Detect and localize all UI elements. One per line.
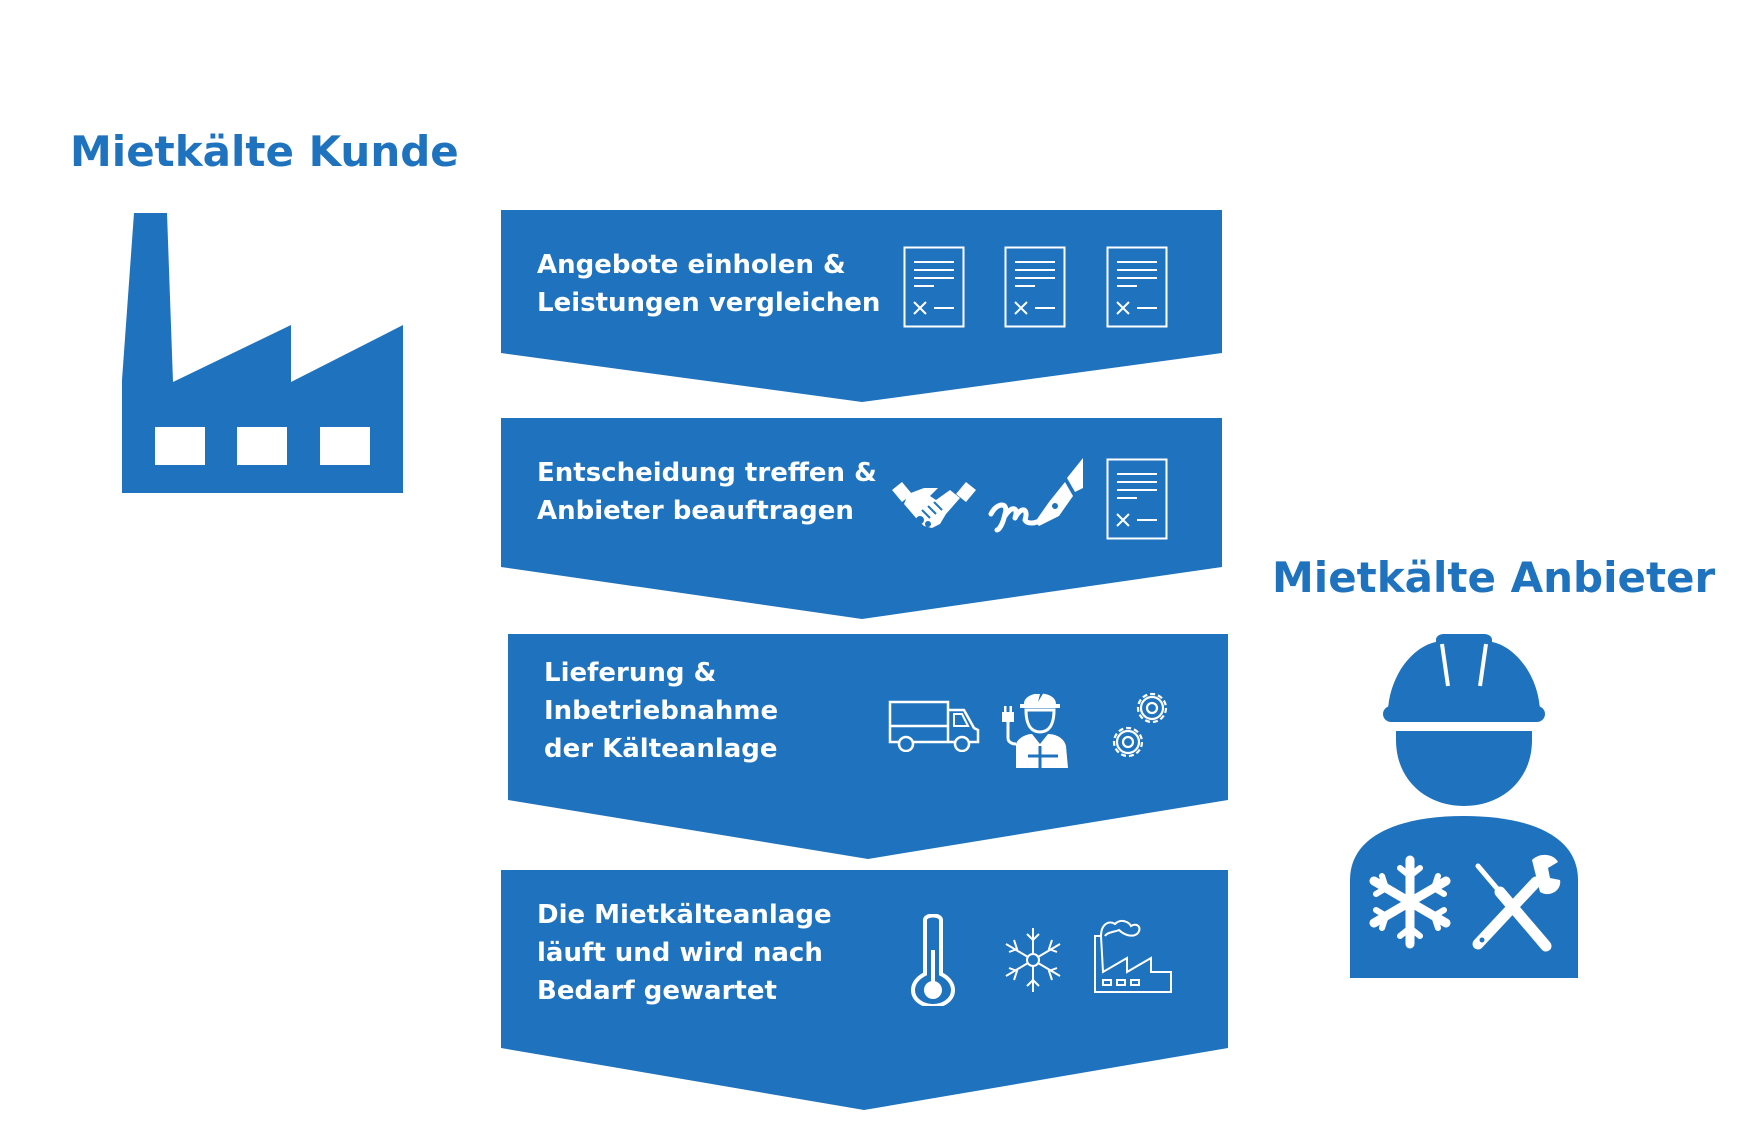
provider-title: Mietkälte Anbieter [1272, 553, 1716, 602]
chevron-shape [501, 210, 1222, 402]
chevron-shape [508, 634, 1228, 859]
contract-document-icon [1106, 246, 1168, 328]
thermometer-icon [911, 914, 955, 1006]
handshake-icon [892, 482, 976, 528]
signature-pen-icon [988, 458, 1083, 533]
snowflake-icon [1005, 928, 1061, 992]
step-2-label: Entscheidung treffen & Anbieter beauftra… [537, 458, 877, 526]
factory-icon [122, 213, 403, 493]
delivery-truck-icon [888, 700, 980, 752]
contract-document-icon [1004, 246, 1066, 328]
chevron-shape [501, 870, 1228, 1110]
step-1-label: Angebote einholen & Leistungen vergleich… [537, 250, 881, 318]
technician-with-helmet-icon [1350, 634, 1578, 978]
electrician-icon [1002, 684, 1068, 768]
process-step-2: Entscheidung treffen & Anbieter beauftra… [501, 418, 1222, 620]
step-3-label: Lieferung & Inbetriebnahme der Kälteanla… [544, 658, 779, 764]
process-step-3: Lieferung & Inbetriebnahme der Kälteanla… [508, 634, 1228, 860]
step-4-label: Die Mietkälteanlage läuft und wird nach … [537, 900, 832, 1006]
contract-document-icon [903, 246, 965, 328]
chevron-shape [501, 418, 1222, 619]
process-step-1: Angebote einholen & Leistungen vergleich… [501, 210, 1222, 403]
process-step-4: Die Mietkälteanlage läuft und wird nach … [501, 870, 1228, 1111]
contract-document-icon [1106, 458, 1168, 540]
customer-title: Mietkälte Kunde [70, 127, 459, 176]
gears-icon [1112, 692, 1168, 758]
factory-outline-icon [1094, 919, 1172, 993]
